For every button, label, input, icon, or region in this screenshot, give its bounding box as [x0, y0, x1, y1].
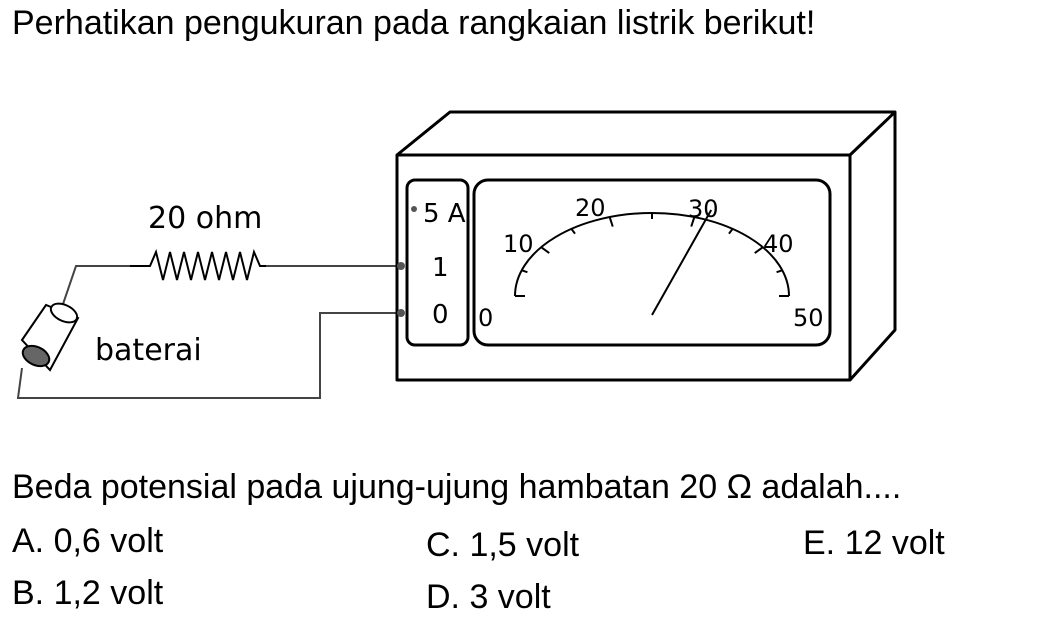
terminal-5a-dot: [411, 206, 417, 212]
scale-label-20: 20: [575, 194, 606, 222]
scale-tick: [754, 246, 764, 254]
scale-tick: [540, 246, 550, 254]
circuit-diagram: 20 ohm baterai 5 A 1 0 0 10 20 30 40 50: [16, 110, 897, 399]
option-e[interactable]: E. 12 volt: [803, 524, 945, 562]
terminal-1-dot: [397, 262, 405, 270]
scale-label-50: 50: [793, 304, 824, 332]
terminal-0-dot: [397, 309, 405, 317]
question-title: Perhatikan pengukuran pada rangkaian lis…: [12, 4, 816, 42]
scale-label-40: 40: [763, 230, 794, 258]
terminal-label-1: 1: [432, 253, 449, 283]
ammeter-needle: [651, 209, 713, 316]
scale-tick: [608, 216, 614, 227]
terminal-label-5a: 5 A: [423, 199, 466, 229]
resistor-label: 20 ohm: [148, 201, 262, 236]
scale-tick: [521, 269, 528, 274]
scale-window: [472, 178, 832, 347]
scale-label-0: 0: [478, 304, 493, 332]
battery-label: baterai: [95, 333, 202, 368]
scale-tick: [570, 228, 576, 235]
terminal-label-0: 0: [432, 300, 449, 330]
option-d[interactable]: D. 3 volt: [426, 578, 551, 616]
scale-arc: [514, 212, 790, 297]
battery-symbol: [20, 302, 80, 372]
option-c[interactable]: C. 1,5 volt: [426, 526, 580, 564]
terminal-panel: [405, 178, 470, 347]
scale-tick: [776, 269, 783, 274]
scale-label-30: 30: [688, 195, 719, 223]
scale-tick: [728, 228, 734, 235]
resistor-symbol: [130, 248, 266, 281]
option-a[interactable]: A. 0,6 volt: [12, 522, 164, 560]
scale-label-10: 10: [503, 230, 534, 258]
ammeter-box: [395, 110, 897, 382]
question-prompt: Beda potensial pada ujung-ujung hambatan…: [12, 468, 902, 506]
option-b[interactable]: B. 1,2 volt: [12, 574, 164, 612]
circuit-wires: [16, 265, 396, 399]
scale-tick: [690, 216, 696, 227]
scale-ticks: [515, 213, 789, 297]
